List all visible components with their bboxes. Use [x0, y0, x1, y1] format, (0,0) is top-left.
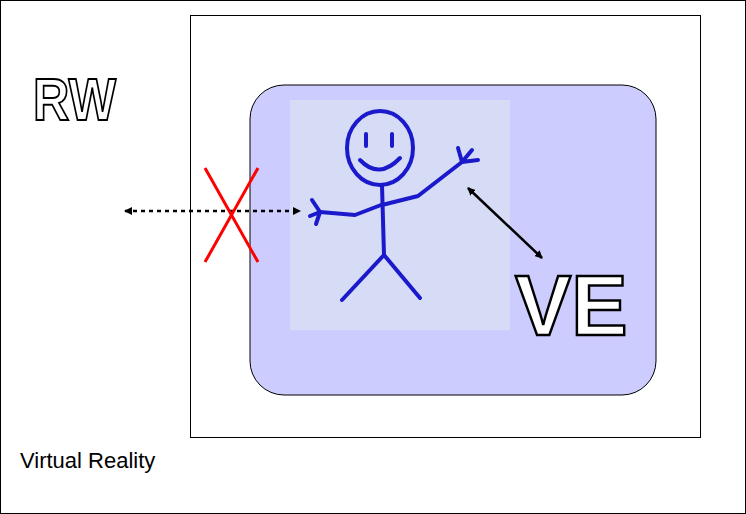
world-label: RW	[33, 70, 116, 130]
cross-mark	[205, 168, 258, 262]
stick-figure	[310, 111, 478, 300]
blocked-link	[125, 210, 300, 213]
environment-label: VE	[515, 262, 627, 348]
inner-frame	[191, 16, 701, 438]
caption: Virtual Reality	[20, 450, 155, 472]
virtual-environment	[250, 85, 656, 395]
interaction-link	[468, 188, 542, 258]
figure-background	[290, 100, 510, 330]
